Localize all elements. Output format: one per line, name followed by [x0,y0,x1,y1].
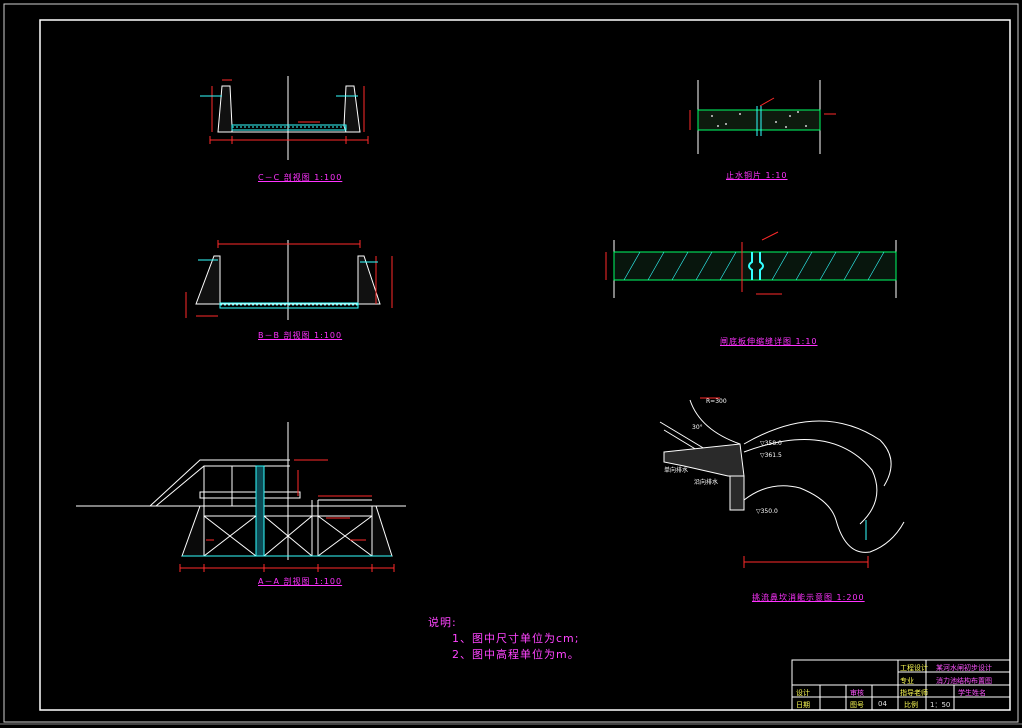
spillway-detail [659,397,905,568]
title-project: 某河水闸初步设计 [936,664,992,672]
notes-heading: 说明: [428,616,457,629]
title-school: 工程设计 [900,664,928,672]
section-bb [185,240,393,320]
title-cell-student: 学生姓名 [958,689,986,697]
waterstop-detail [689,80,836,154]
view-title-waterstop: 止水铜片 1:10 [726,171,788,180]
view-title-joint: 闸底板伸缩缝详图 1:10 [720,337,818,346]
title-cell-drawing-no: 图号 [850,701,864,709]
elevation-label-3: ▽350.0 [756,508,778,515]
view-title-spillway: 挑流鼻坎消能示意图 1:200 [752,593,865,602]
radius-label: R=300 [706,398,727,405]
elevation-label-1: ▽358.0 [760,440,782,447]
title-cell-scale: 比例 [904,701,918,709]
drain-label-1: 单向排水 [664,467,689,474]
title-cell-teacher: 指导老师 [900,689,928,697]
elevation-label-2: ▽361.5 [760,452,782,459]
view-title-aa: A－A 剖视图 1:100 [258,577,343,586]
section-cc [200,76,369,160]
drawing-frame [39,19,1011,711]
title-cell-drawing-no-value: 04 [878,700,887,708]
sheet-border [3,3,1019,723]
title-cell-major: 专业 [900,677,914,685]
title-cell-design: 设计 [796,689,810,697]
drain-label-2: 沿向排水 [694,479,719,486]
title-cell-review: 审核 [850,689,864,697]
view-title-cc: C－C 剖视图 1:100 [258,173,343,182]
view-title-bb: B－B 剖视图 1:100 [258,331,343,340]
joint-detail [605,231,897,298]
section-aa [76,422,406,572]
notes-line-1: 1、图中尺寸单位为cm; [452,632,580,645]
title-drawing: 消力池结构布置图 [936,677,992,685]
title-cell-scale-value: 1：50 [930,701,951,709]
angle-label: 30° [692,424,703,431]
title-block [791,659,1011,711]
title-cell-date: 日期 [796,701,810,709]
notes-line-2: 2、图中高程单位为m。 [452,648,580,661]
